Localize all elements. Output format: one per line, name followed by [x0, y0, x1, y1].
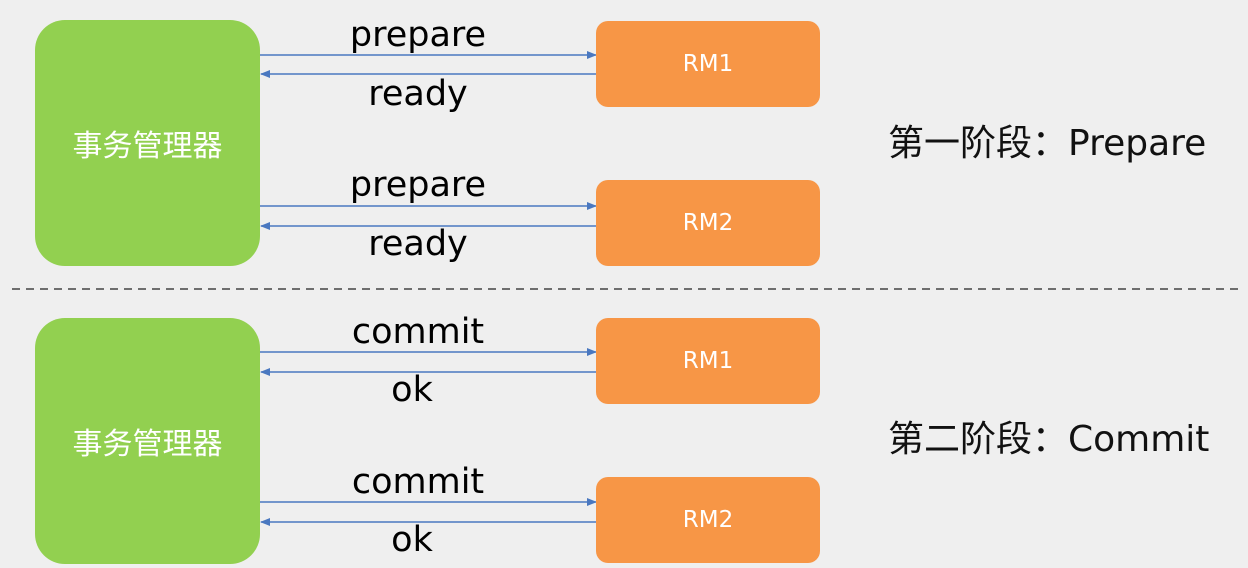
phase1-label: 第一阶段：Prepare — [888, 123, 1207, 164]
label-commit-rm1: commit — [351, 312, 485, 352]
transaction-manager-phase1: 事务管理器 — [35, 20, 260, 266]
rm1-phase2: RM1 — [596, 318, 820, 404]
label-prepare-rm2: prepare — [349, 165, 487, 205]
label-prepare-rm1: prepare — [349, 15, 487, 55]
label-ok-rm1: ok — [391, 370, 433, 410]
label-ready-rm1: ready — [368, 74, 468, 114]
label-ready-rm2: ready — [368, 224, 468, 264]
rm2-phase1: RM2 — [596, 180, 820, 266]
label-ok-rm2: ok — [391, 520, 433, 560]
rm2-phase2: RM2 — [596, 477, 820, 563]
rm1-phase1: RM1 — [596, 21, 820, 107]
transaction-manager-phase2: 事务管理器 — [35, 318, 260, 564]
label-commit-rm2: commit — [351, 462, 485, 502]
phase2-label: 第二阶段：Commit — [888, 419, 1210, 460]
